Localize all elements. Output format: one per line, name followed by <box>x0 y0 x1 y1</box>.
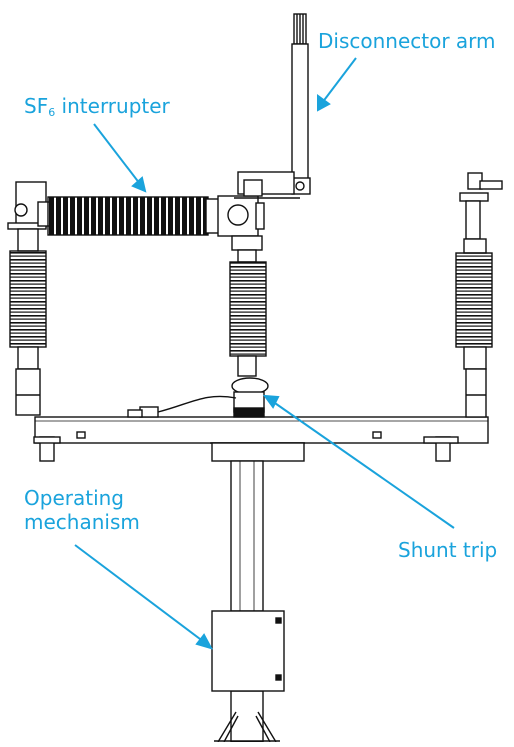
operating-mechanism-cabinet <box>211 610 285 692</box>
sf6-interrupter <box>37 195 265 237</box>
support-column <box>211 442 305 743</box>
shunt-trip-arrow <box>271 400 455 529</box>
disconnector-arm-label: Disconnector arm <box>318 29 496 53</box>
shunt-trip-arrowhead <box>262 394 280 409</box>
operating-label-line2: mechanism <box>24 510 140 534</box>
operating-label-line1: Operating <box>24 486 124 510</box>
left-insulator <box>7 181 47 416</box>
sf6-label-main: SF <box>24 94 49 118</box>
sf6-label-subscript: 6 <box>48 106 56 119</box>
operating-mechanism-label: Operating mechanism <box>24 486 140 534</box>
sf6-label-rest: interrupter <box>55 94 170 118</box>
right-insulator <box>455 172 503 418</box>
sf6-interrupter-arrowhead <box>131 176 147 193</box>
callout-arrows <box>74 57 455 650</box>
shunt-trip-label: Shunt trip <box>398 538 498 562</box>
operating-mechanism-arrow <box>74 544 205 643</box>
sf6-interrupter-label: SF6 interrupter <box>24 94 170 125</box>
center-insulator <box>229 235 269 418</box>
disconnector-arm-arrowhead <box>317 94 331 112</box>
disconnector-arm-arrow <box>321 57 357 104</box>
operating-mechanism-arrowhead <box>195 633 214 650</box>
disconnector-arm-structure <box>234 13 311 199</box>
shunt-trip-wiring <box>127 395 237 418</box>
sf6-interrupter-arrow <box>93 123 141 185</box>
support-beam <box>33 416 489 462</box>
